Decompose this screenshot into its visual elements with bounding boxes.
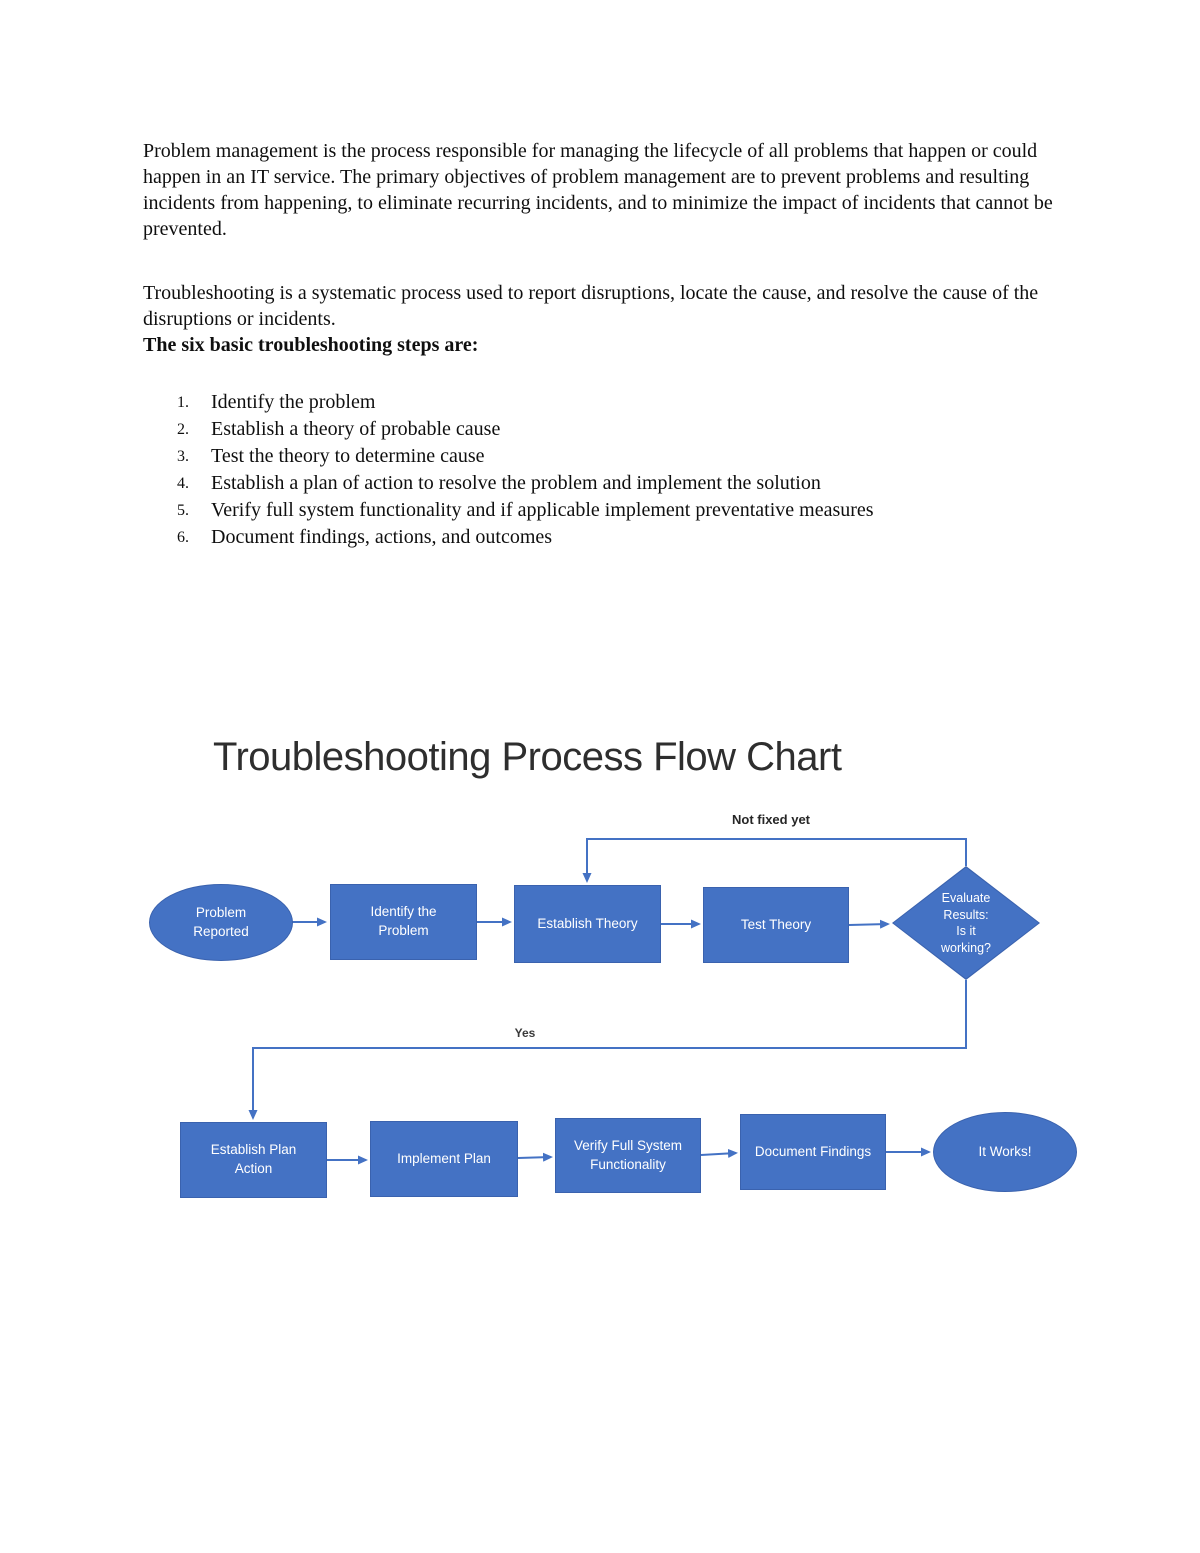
step-text: Establish a plan of action to resolve th…: [211, 472, 821, 494]
step-text: Establish a theory of probable cause: [211, 418, 501, 440]
paragraph-problem-management: Problem management is the process respon…: [143, 140, 1053, 240]
label-not-fixed-yet: Not fixed yet: [731, 812, 810, 827]
node-label: Verify Full System Functionality: [573, 1137, 683, 1172]
node-label: It Works!: [978, 1143, 1032, 1159]
node-establish-theory: Establish Theory: [514, 885, 661, 963]
node-identify-problem: Identify the Problem: [330, 884, 477, 960]
list-item: 3. Test the theory to determine cause: [143, 443, 1068, 470]
arrow-verify-to-document: [700, 1148, 738, 1158]
step-number: 1.: [177, 394, 189, 411]
step-number: 2.: [177, 421, 189, 438]
node-label: Implement Plan: [397, 1150, 491, 1166]
step-number: 5.: [177, 502, 189, 519]
step-text: Document findings, actions, and outcomes: [211, 526, 553, 548]
node-document-findings: Document Findings: [740, 1114, 886, 1190]
step-text: Identify the problem: [211, 391, 376, 413]
node-label: Test Theory: [740, 916, 812, 932]
node-label: Establish Plan Action: [210, 1142, 297, 1176]
node-implement-plan: Implement Plan: [370, 1121, 518, 1197]
step-text: Test the theory to determine cause: [211, 445, 485, 467]
node-test-theory: Test Theory: [703, 887, 849, 963]
heading-troubleshooting-steps: The six basic troubleshooting steps are:: [143, 334, 479, 356]
troubleshooting-steps-list: 1. Identify the problem 2. Establish a t…: [143, 389, 1068, 551]
node-it-works: It Works!: [933, 1112, 1077, 1192]
flowchart-title: Troubleshooting Process Flow Chart: [213, 735, 842, 779]
list-item: 2. Establish a theory of probable cause: [143, 416, 1068, 443]
arrow-implement-to-verify: [517, 1152, 553, 1162]
node-label: Identify the Problem: [370, 904, 437, 938]
node-verify-full-system-functionality: Verify Full System Functionality: [555, 1118, 701, 1193]
step-number: 3.: [177, 448, 189, 465]
node-establish-plan-action: Establish Plan Action: [180, 1122, 327, 1198]
node-label: Document Findings: [754, 1143, 872, 1159]
node-label: Problem Reported: [193, 904, 249, 939]
list-item: 1. Identify the problem: [143, 389, 1068, 416]
list-item: 6. Document findings, actions, and outco…: [143, 524, 1068, 551]
step-number: 6.: [177, 529, 189, 546]
arrow-not-fixed-loop: [582, 838, 967, 883]
node-label: Evaluate Results: Is it working?: [940, 891, 992, 955]
node-problem-reported: Problem Reported: [149, 884, 293, 961]
paragraph-troubleshooting-definition: Troubleshooting is a systematic process …: [143, 282, 1039, 330]
label-yes: Yes: [514, 1026, 536, 1040]
arrow-yes-path: [248, 980, 967, 1120]
step-text: Verify full system functionality and if …: [211, 499, 874, 521]
flowchart: Not fixed yet Yes Problem Reported Ident…: [0, 800, 1200, 1260]
list-item: 5. Verify full system functionality and …: [143, 497, 1068, 524]
flowchart-connectors: [248, 838, 967, 1165]
node-label: Establish Theory: [537, 915, 638, 931]
step-number: 4.: [177, 475, 189, 492]
document-body: Problem management is the process respon…: [143, 138, 1068, 551]
list-item: 4. Establish a plan of action to resolve…: [143, 470, 1068, 497]
arrow-test-to-evaluate: [848, 919, 890, 929]
